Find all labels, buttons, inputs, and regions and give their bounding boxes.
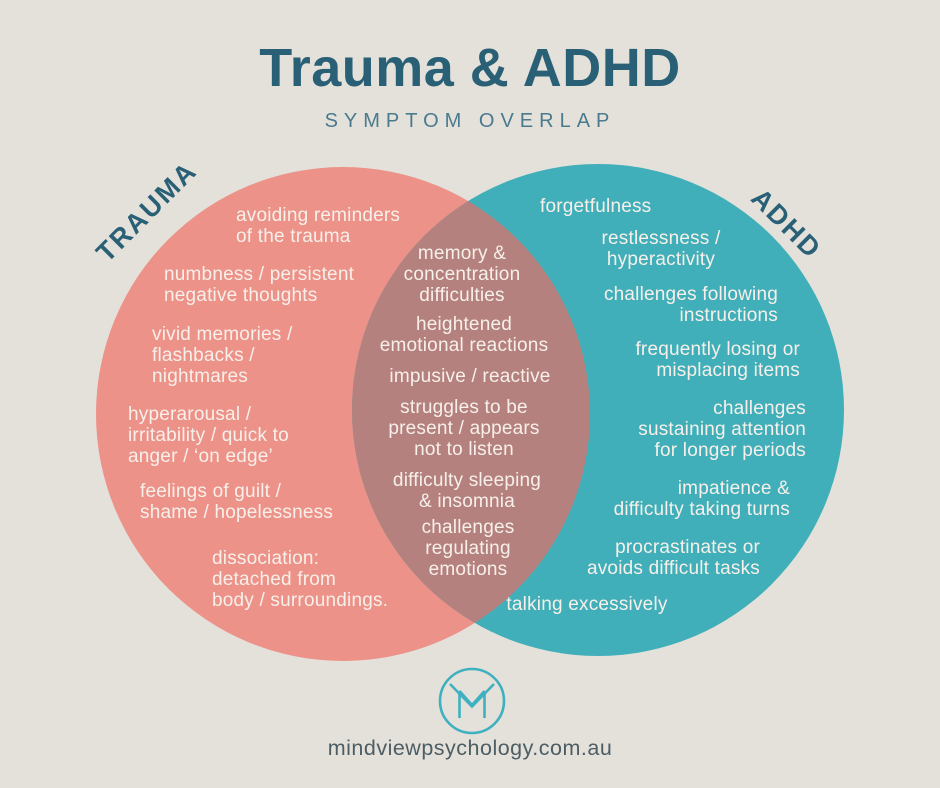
overlap-item: struggles to be present / appears not to…: [388, 397, 540, 460]
website-url: mindviewpsychology.com.au: [327, 736, 613, 760]
trauma-item: vivid memories / flashbacks / nightmares: [152, 324, 293, 387]
adhd-item: challenges following instructions: [603, 284, 778, 326]
trauma-item: numbness / persistent negative thoughts: [164, 264, 355, 306]
adhd-item: restlessness / hyperactivity: [601, 228, 721, 270]
page-subtitle: SYMPTOM OVERLAP: [324, 110, 616, 132]
adhd-item: frequently losing or misplacing items: [635, 339, 800, 381]
adhd-item: procrastinates or avoids difficult tasks: [586, 537, 760, 579]
overlap-item: heightened emotional reactions: [379, 314, 549, 356]
trauma-item: avoiding reminders of the trauma: [236, 205, 401, 247]
page-title: Trauma & ADHD: [259, 38, 681, 98]
adhd-item: talking excessively: [506, 594, 668, 615]
overlap-item: difficulty sleeping & insomnia: [392, 470, 542, 512]
trauma-item: dissociation: detached from body / surro…: [212, 548, 389, 611]
adhd-item: impatience & difficulty taking turns: [613, 478, 790, 520]
overlap-region: [352, 167, 590, 656]
overlap-item: memory & concentration difficulties: [403, 243, 521, 306]
logo-circle: [438, 667, 506, 735]
overlap-item: challenges regulating emotions: [421, 517, 515, 580]
adhd-item: forgetfulness: [540, 196, 652, 217]
adhd-item: challenges sustaining attention for long…: [638, 398, 806, 461]
trauma-item: hyperarousal / irritability / quick to a…: [128, 404, 289, 467]
mindview-logo-icon: [438, 667, 506, 735]
trauma-item: feelings of guilt / shame / hopelessness: [140, 481, 334, 523]
overlap-item: impusive / reactive: [389, 366, 551, 387]
